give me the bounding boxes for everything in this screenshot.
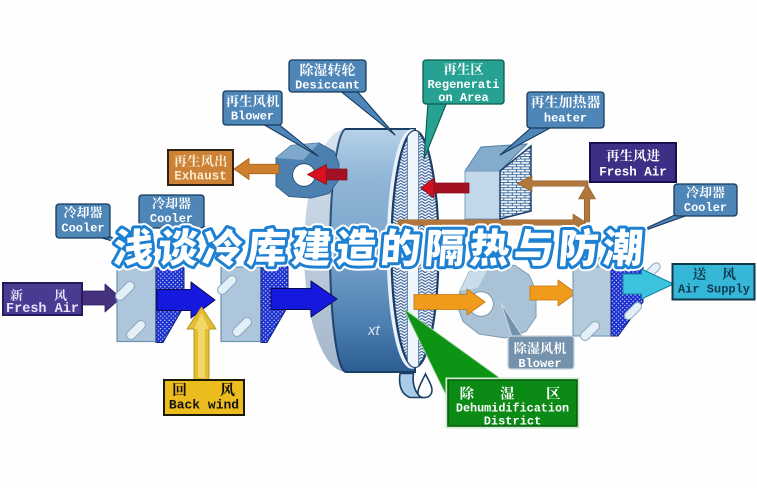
svg-text:Desiccant: Desiccant [295, 79, 360, 93]
svg-text:Fresh Air: Fresh Air [599, 166, 667, 180]
svg-text:on Area: on Area [438, 91, 488, 105]
svg-text:Air Supply: Air Supply [678, 283, 750, 297]
svg-text:Cooler: Cooler [684, 201, 727, 215]
svg-text:Cooler: Cooler [150, 212, 193, 226]
svg-text:Blower: Blower [518, 357, 561, 371]
svg-text:Cooler: Cooler [61, 222, 104, 236]
svg-text:Exhaust: Exhaust [174, 170, 227, 184]
svg-text:Back wind: Back wind [169, 398, 239, 413]
svg-text:Blower: Blower [231, 110, 274, 124]
svg-text:xt: xt [367, 322, 381, 339]
svg-text:Dehumidification: Dehumidification [456, 402, 569, 416]
svg-text:Regenerati: Regenerati [427, 78, 499, 92]
svg-text:District: District [484, 415, 542, 429]
svg-text:Fresh Air: Fresh Air [6, 302, 79, 317]
svg-text:heater: heater [544, 112, 587, 126]
